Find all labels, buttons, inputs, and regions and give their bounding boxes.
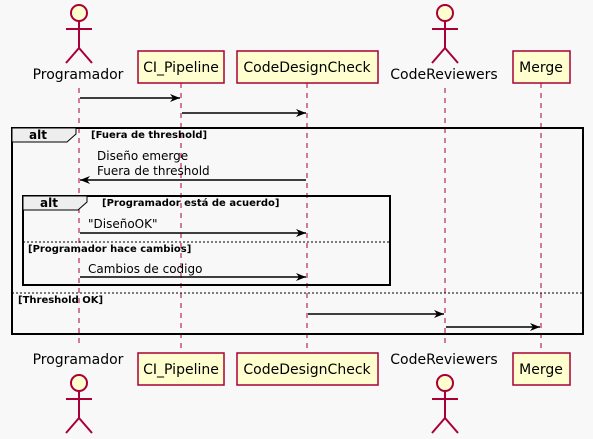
fragment-inner-operator: alt (40, 196, 58, 210)
participant-box-ci-pipeline-bottom (137, 352, 225, 386)
actor-head-icon (70, 4, 88, 22)
actor-programador-top (65, 4, 93, 64)
message-label-m5: Cambios de codigo (88, 262, 202, 276)
participant-label-merge-bottom: Merge (519, 362, 563, 378)
fragment-inner-guard2: [Programador hace cambios] (28, 244, 191, 255)
participant-label-code-reviewers-top: CodeReviewers (390, 67, 497, 83)
participant-label-code-design-check-bottom: CodeDesignCheck (243, 362, 371, 378)
fragment-outer-alt (11, 127, 584, 335)
participant-box-merge-bottom (512, 352, 571, 386)
fragment-inner-operator-tab (22, 195, 88, 211)
actor-code-reviewers-top (431, 4, 459, 64)
participant-box-merge-top (512, 50, 571, 84)
actor-head-icon (436, 4, 454, 22)
participant-label-merge-top: Merge (519, 60, 563, 76)
participant-label-programador-bottom: Programador (33, 352, 124, 368)
actor-code-reviewers-bottom (431, 374, 459, 434)
participant-box-code-design-check-top (236, 50, 379, 84)
participant-label-code-reviewers-bottom: CodeReviewers (390, 352, 497, 368)
message-label-m3-line1: Diseño emerge (97, 149, 188, 163)
fragment-outer-operator-tab (11, 127, 77, 143)
fragment-outer-guard2: [Threshold OK] (18, 295, 103, 306)
participant-label-programador-top: Programador (33, 67, 124, 83)
fragment-inner-guard1: [Programador está de acuerdo] (102, 197, 279, 209)
message-label-m4: "DiseñoOK" (88, 217, 158, 231)
actor-head-icon (436, 374, 454, 392)
participant-label-ci-pipeline-top: CI_Pipeline (143, 60, 219, 76)
message-label-m3-line2: Fuera de threshold (97, 164, 210, 178)
fragment-inner-alt (22, 195, 391, 286)
fragment-outer-operator: alt (29, 128, 47, 142)
fragment-outer-guard1: [Fuera de threshold] (91, 130, 207, 141)
participant-box-ci-pipeline-top (137, 50, 225, 84)
participant-box-code-design-check-bottom (236, 352, 379, 386)
participant-label-ci-pipeline-bottom: CI_Pipeline (143, 362, 219, 378)
participant-label-code-design-check-top: CodeDesignCheck (243, 60, 371, 76)
actor-head-icon (70, 374, 88, 392)
actor-programador-bottom (65, 374, 93, 434)
